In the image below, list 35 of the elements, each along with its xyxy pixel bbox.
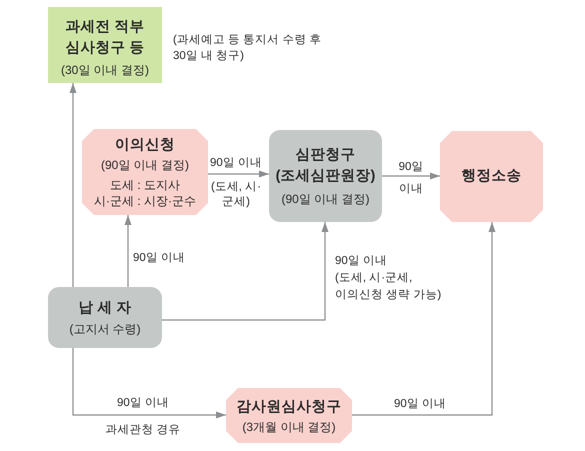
subtitle-text: (90일 이내 결정) — [281, 191, 370, 207]
edge-label: 90일 이내 — [394, 397, 446, 412]
detail-text: 도세 : 도지사 — [110, 177, 180, 193]
subtitle-text: (90일 이내 결정) — [100, 157, 189, 173]
edge-label: 90일 이내 — [117, 396, 169, 411]
arrow — [72, 348, 226, 418]
note-text: (도세, 시· 군세) — [210, 180, 262, 210]
title-text: 행정소송 — [462, 167, 522, 186]
edge-label: 90일 이내 — [210, 156, 262, 171]
note-text: 과세관청 경유 — [105, 423, 181, 438]
title-text: 이의신청 — [115, 136, 175, 155]
title-text: 감사원심사청구 — [236, 398, 342, 416]
detail-text: 시·군세 : 시장·군수 — [94, 193, 196, 209]
arrow — [124, 215, 132, 287]
process-box — [48, 7, 162, 83]
arrow — [162, 222, 328, 321]
subtitle-text: (3개월 이내 결정) — [242, 418, 336, 434]
arrow — [70, 83, 76, 287]
rounded-box — [269, 130, 382, 222]
edge-label: 90일 이내 — [398, 160, 424, 197]
arrow — [208, 170, 269, 178]
octagon-box — [440, 131, 543, 222]
edge-label: 90일 이내 — [133, 251, 185, 266]
edge-label: 90일 이내 — [335, 254, 387, 269]
subtitle-text: (30일 이내 결정) — [60, 62, 149, 78]
title-text: 심판청구 (조세심판원장) — [274, 146, 376, 186]
title-text: 납 세 자 — [78, 299, 132, 318]
arrow — [382, 172, 440, 180]
title-text: 과세전 적부 심사청구 등 — [64, 18, 146, 58]
subtitle-text: (고지서 수령) — [69, 321, 141, 337]
octagon-box — [226, 388, 352, 443]
rounded-box — [48, 287, 162, 348]
note-text: (과세예고 등 통지서 수령 후 30일 내 청구) — [173, 33, 323, 64]
note-text: (도세, 시·군세, 이의신청 생략 가능) — [335, 271, 442, 303]
arrow — [352, 222, 496, 416]
